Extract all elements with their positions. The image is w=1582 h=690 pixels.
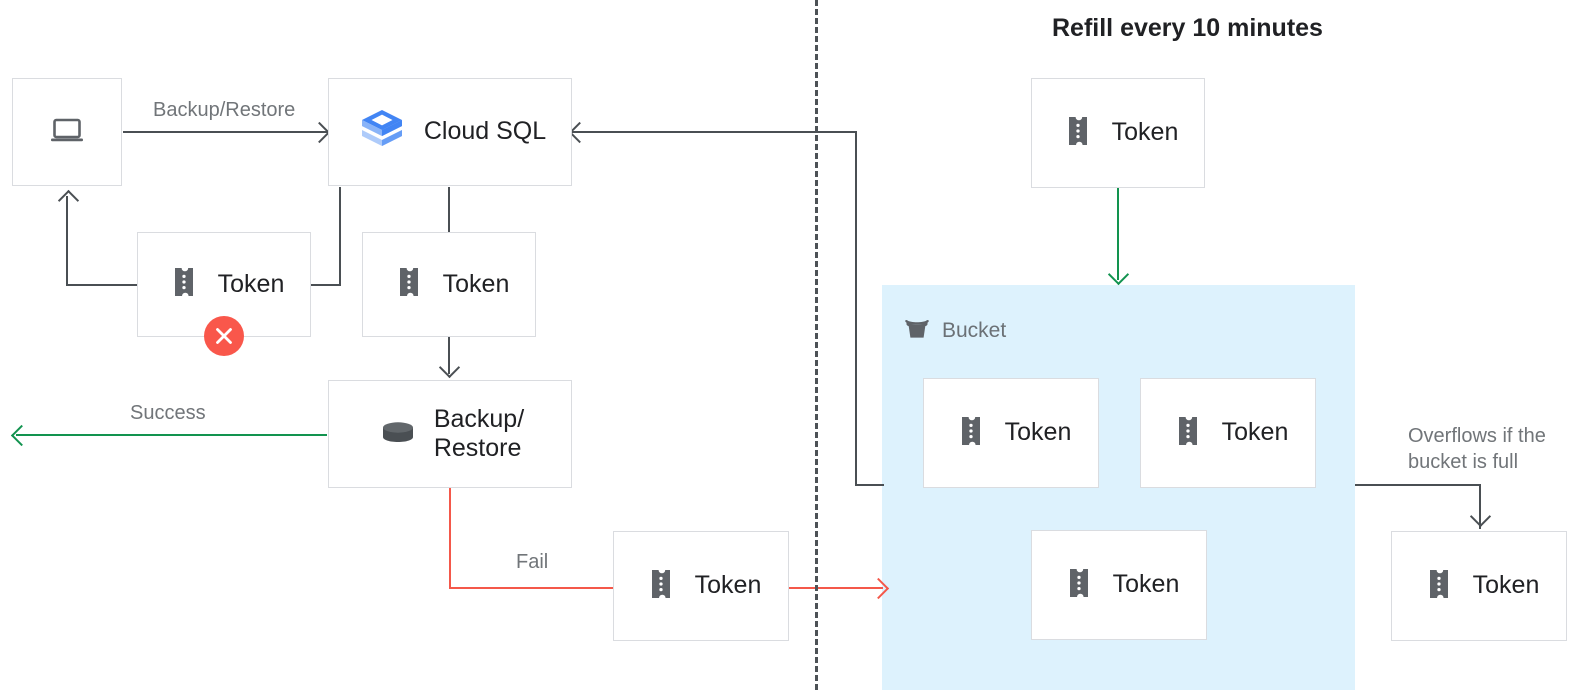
token-icon	[1419, 564, 1459, 609]
edge-bucket-to-cloudsql-h-top	[572, 131, 857, 133]
node-token-refill[interactable]: Token	[1031, 78, 1205, 188]
bucket-label: Bucket	[942, 318, 1007, 342]
arrowhead-refill-to-bucket	[1107, 263, 1130, 286]
arrowhead-success	[10, 424, 33, 447]
node-token-bucket-3[interactable]: Token	[1031, 530, 1207, 640]
arrowhead-to-client	[57, 189, 80, 212]
node-label-backup-restore: Backup/ Restore	[433, 404, 525, 463]
token-icon	[1058, 111, 1098, 156]
edge-bucket-to-cloudsql-h-bottom	[856, 484, 884, 486]
node-label-token-sql: Token	[442, 269, 510, 298]
node-label-token-overflow: Token	[1472, 571, 1540, 600]
edge-cloudsql-down-to-token-client	[339, 187, 341, 285]
edge-success	[16, 434, 327, 436]
arrowhead-bucket-to-cloudsql	[568, 121, 591, 144]
token-icon	[951, 411, 991, 456]
node-label-token-bucket-2: Token	[1221, 418, 1289, 447]
node-cloud-sql[interactable]: Cloud SQL	[328, 78, 572, 186]
edge-bucket-to-cloudsql-v	[855, 131, 857, 486]
token-icon	[389, 262, 429, 307]
token-icon	[1168, 411, 1208, 456]
error-badge	[204, 316, 244, 356]
laptop-icon	[45, 108, 89, 157]
edge-label-backup-restore: Backup/Restore	[153, 99, 296, 121]
edge-overflow-v	[1479, 484, 1481, 529]
node-label-token-fail: Token	[694, 571, 762, 600]
edge-token-client-to-client-h	[66, 284, 138, 286]
node-backup-restore[interactable]: Backup/ Restore	[328, 380, 572, 488]
node-client[interactable]	[12, 78, 122, 186]
node-label-token-refill: Token	[1111, 118, 1179, 147]
database-icon	[376, 410, 420, 459]
edge-overflow-h	[1355, 484, 1481, 486]
node-label-token-bucket-3: Token	[1112, 570, 1180, 599]
edge-client-to-cloudsql	[123, 131, 328, 133]
boundary-divider	[815, 0, 818, 690]
node-token-overflow[interactable]: Token	[1391, 531, 1567, 641]
token-icon	[164, 262, 204, 307]
bucket-icon	[902, 313, 932, 348]
node-token-fail[interactable]: Token	[613, 531, 789, 641]
edge-token-client-to-client-v	[66, 196, 68, 285]
cloud-sql-icon	[354, 102, 410, 163]
edge-token-sql-to-backup	[448, 337, 450, 374]
token-icon	[1059, 563, 1099, 608]
arrowhead-token-sql-to-backup	[438, 356, 461, 379]
edge-fail-h	[449, 587, 613, 589]
edge-label-success: Success	[130, 402, 206, 424]
edge-refill-to-bucket	[1117, 187, 1119, 280]
arrowhead-overflow	[1469, 505, 1492, 528]
edge-fail-v	[449, 487, 451, 588]
node-label-cloud-sql: Cloud SQL	[423, 117, 547, 146]
node-token-bucket-1[interactable]: Token	[923, 378, 1099, 488]
page-title: Refill every 10 minutes	[1052, 14, 1323, 42]
node-label-token-client: Token	[217, 269, 285, 298]
node-token-bucket-2[interactable]: Token	[1140, 378, 1316, 488]
node-token-sql[interactable]: Token	[362, 232, 536, 337]
edge-cloudsql-to-token-sql	[448, 187, 450, 232]
edge-fail-to-bucket	[789, 587, 883, 589]
token-icon	[641, 564, 681, 609]
arrowhead-client-to-cloudsql	[308, 121, 331, 144]
bucket-title: Bucket	[902, 313, 1006, 348]
node-label-token-bucket-1: Token	[1004, 418, 1072, 447]
edge-label-fail: Fail	[516, 551, 549, 573]
edge-cloudsql-left-to-token-client	[311, 284, 341, 286]
edge-label-overflow: Overflows if the bucket is full	[1408, 425, 1546, 473]
